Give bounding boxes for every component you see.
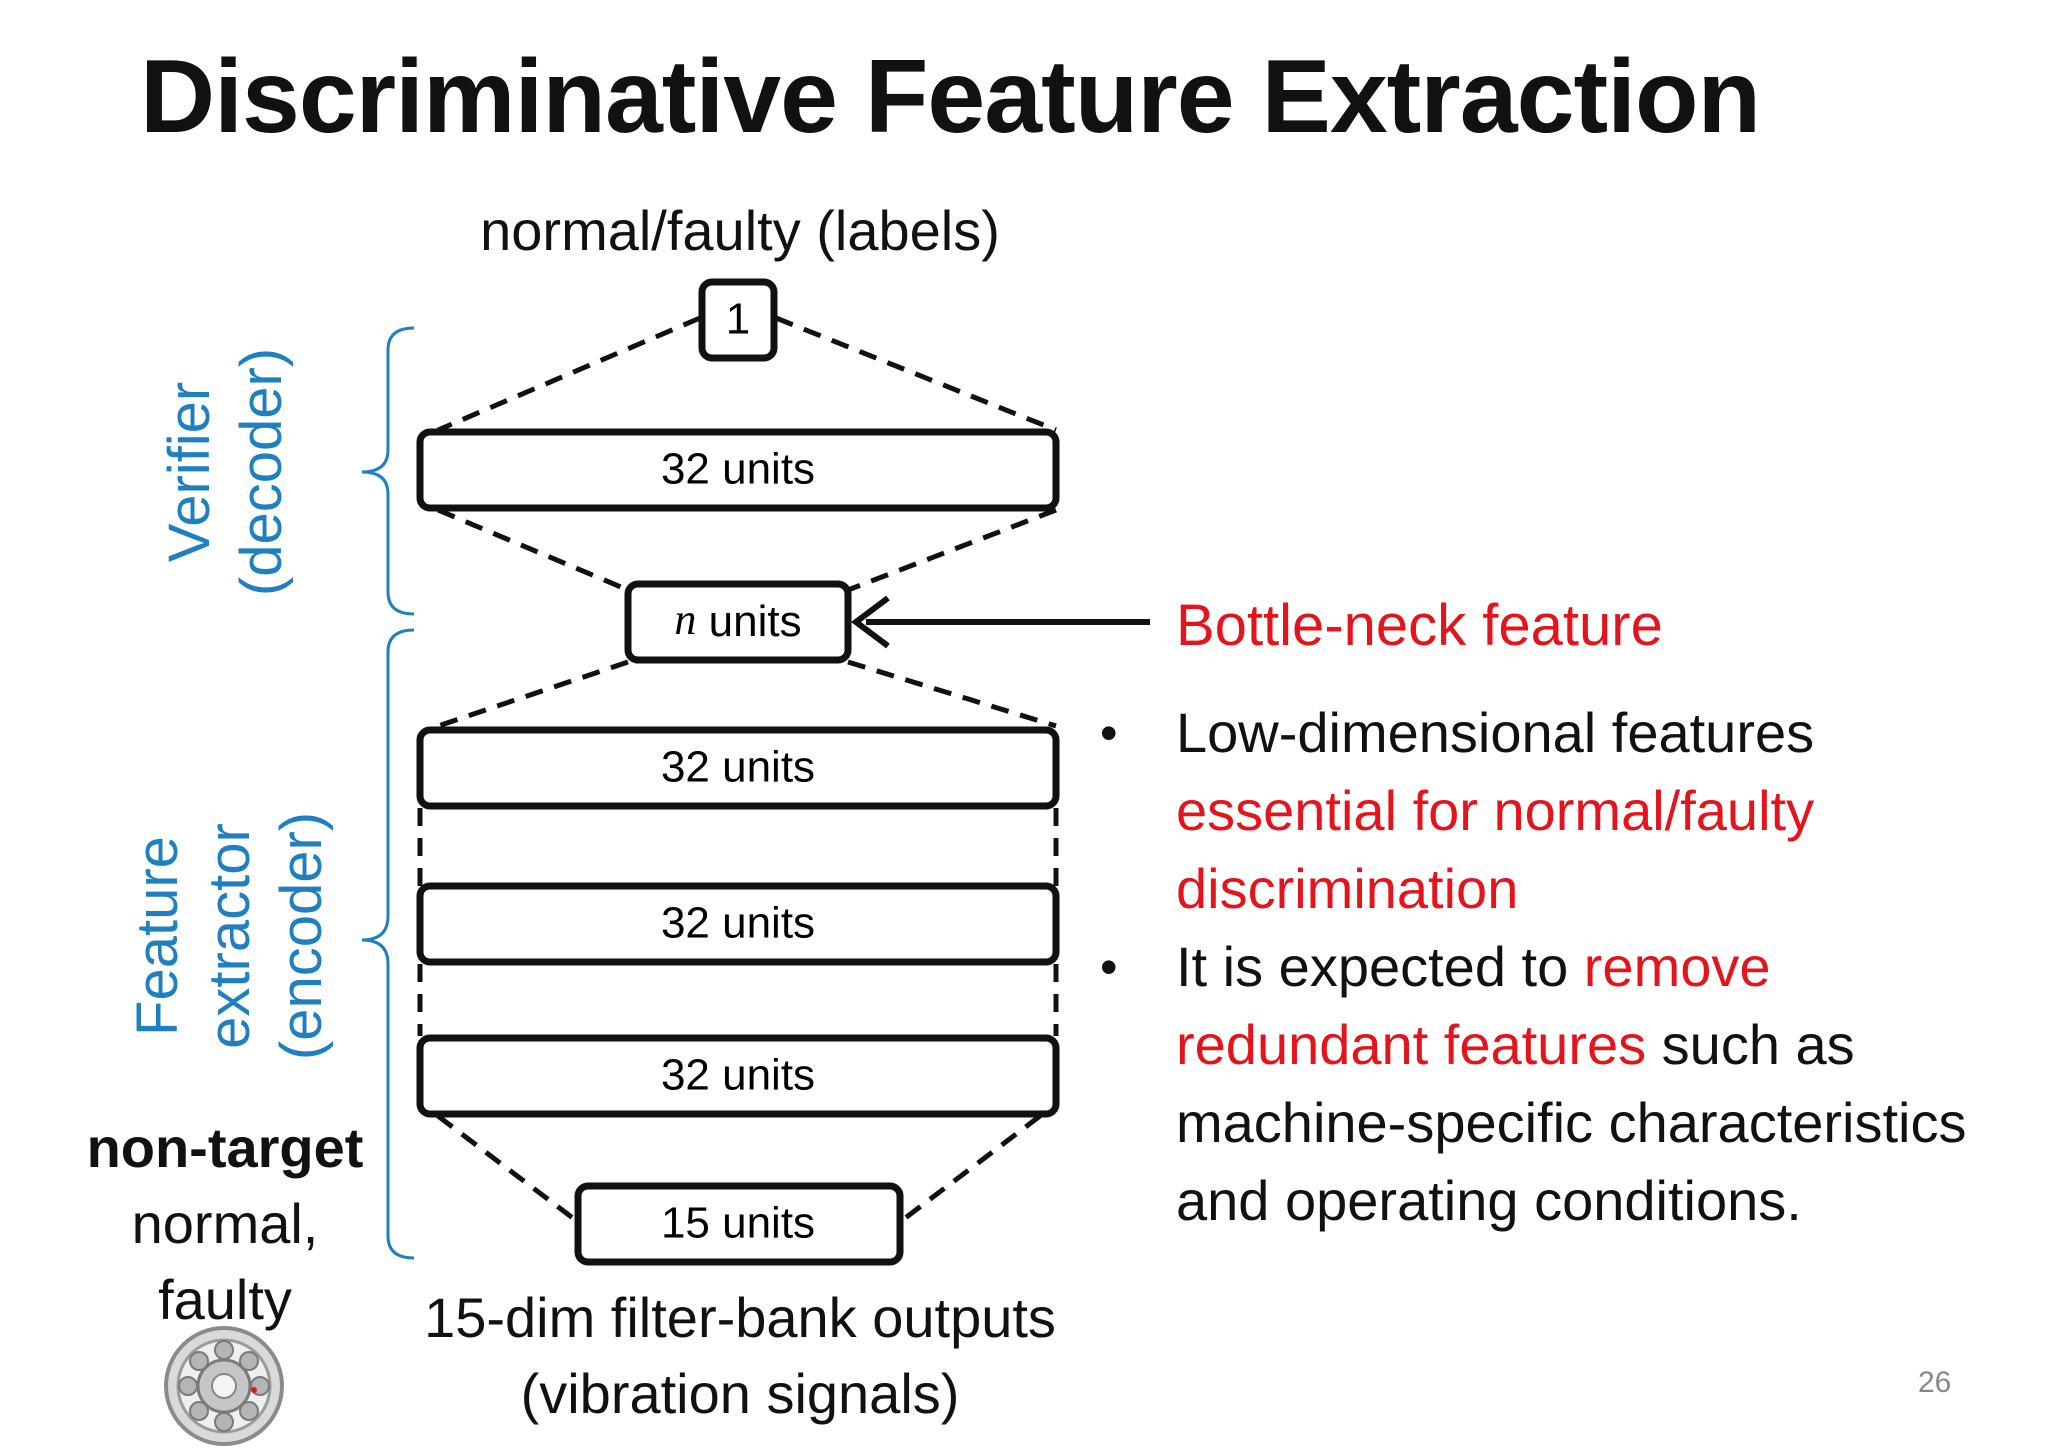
input-caption-line1: 15-dim filter-bank outputs	[424, 1286, 1056, 1349]
input-caption: 15-dim filter-bank outputs (vibration si…	[390, 1280, 1090, 1432]
decoder-layer-box	[416, 428, 1060, 512]
bullet2-text-b: such as machine-specific characteristics…	[1176, 1013, 1967, 1232]
verifier-label-line1: Verifier	[157, 381, 222, 563]
output-unit-label: 1	[726, 295, 750, 344]
bottleneck-layer-box	[624, 580, 852, 664]
nontarget-bold: non-target	[86, 1116, 364, 1179]
bottleneck-layer-label: n units	[674, 595, 801, 646]
extractor-label-line3: (encoder)	[269, 811, 334, 1061]
bullet2-text-a: It is expected to	[1176, 935, 1584, 998]
encoder-layer-1-label: 32 units	[661, 743, 815, 792]
bullet-item-2: • It is expected to remove redundant fea…	[1100, 928, 2000, 1240]
page-number: 26	[1918, 1366, 1952, 1399]
encoder-layer-box-2	[416, 882, 1060, 966]
bottleneck-units-text: units	[696, 597, 801, 646]
verifier-label: Verifier (decoder)	[154, 272, 298, 672]
input-layer-label: 15 units	[661, 1199, 815, 1248]
bullet-list: • Low-dimensional features essential for…	[1100, 694, 2000, 1240]
bullet-dot-icon: •	[1100, 939, 1118, 995]
verifier-brace	[361, 326, 415, 616]
extractor-label-line1: Feature	[125, 836, 190, 1036]
nontarget-line3: faulty	[158, 1268, 292, 1331]
bottleneck-feature-label: Bottle-neck feature	[1176, 593, 1663, 658]
decoder-layer-label: 32 units	[661, 445, 815, 494]
bottleneck-arrow-head	[851, 595, 890, 649]
bottleneck-variable: n	[674, 595, 696, 644]
extractor-label: Feature extractor (encoder)	[122, 736, 338, 1136]
encoder-layer-box-3	[416, 1034, 1060, 1118]
nontarget-caption: non-target normal, faulty	[60, 1110, 390, 1338]
bullet1-text: Low-dimensional features	[1176, 701, 1815, 764]
bullet-dot-icon: •	[1100, 705, 1118, 761]
verifier-label-line2: (decoder)	[229, 347, 294, 597]
bullet2-red-text: remove redundant features	[1176, 935, 1771, 1076]
encoder-layer-3-label: 32 units	[661, 1051, 815, 1100]
dashed-connectors	[417, 315, 1059, 1224]
output-labels-caption: normal/faulty (labels)	[480, 199, 1000, 262]
encoder-layer-2-label: 32 units	[661, 899, 815, 948]
slide-title: Discriminative Feature Extraction	[140, 39, 1761, 155]
extractor-label-line2: extractor	[197, 823, 262, 1049]
encoder-layer-box-1	[416, 726, 1060, 810]
extractor-brace	[361, 628, 415, 1260]
bearing-icon	[164, 1326, 284, 1446]
nontarget-line2: normal,	[131, 1192, 319, 1255]
bullet1-red-text: essential for normal/faulty discriminati…	[1176, 779, 1815, 920]
output-unit-box	[698, 278, 778, 362]
input-layer-box	[574, 1182, 904, 1266]
input-caption-line2: (vibration signals)	[520, 1362, 960, 1425]
bullet-item-1: • Low-dimensional features essential for…	[1100, 694, 2000, 928]
